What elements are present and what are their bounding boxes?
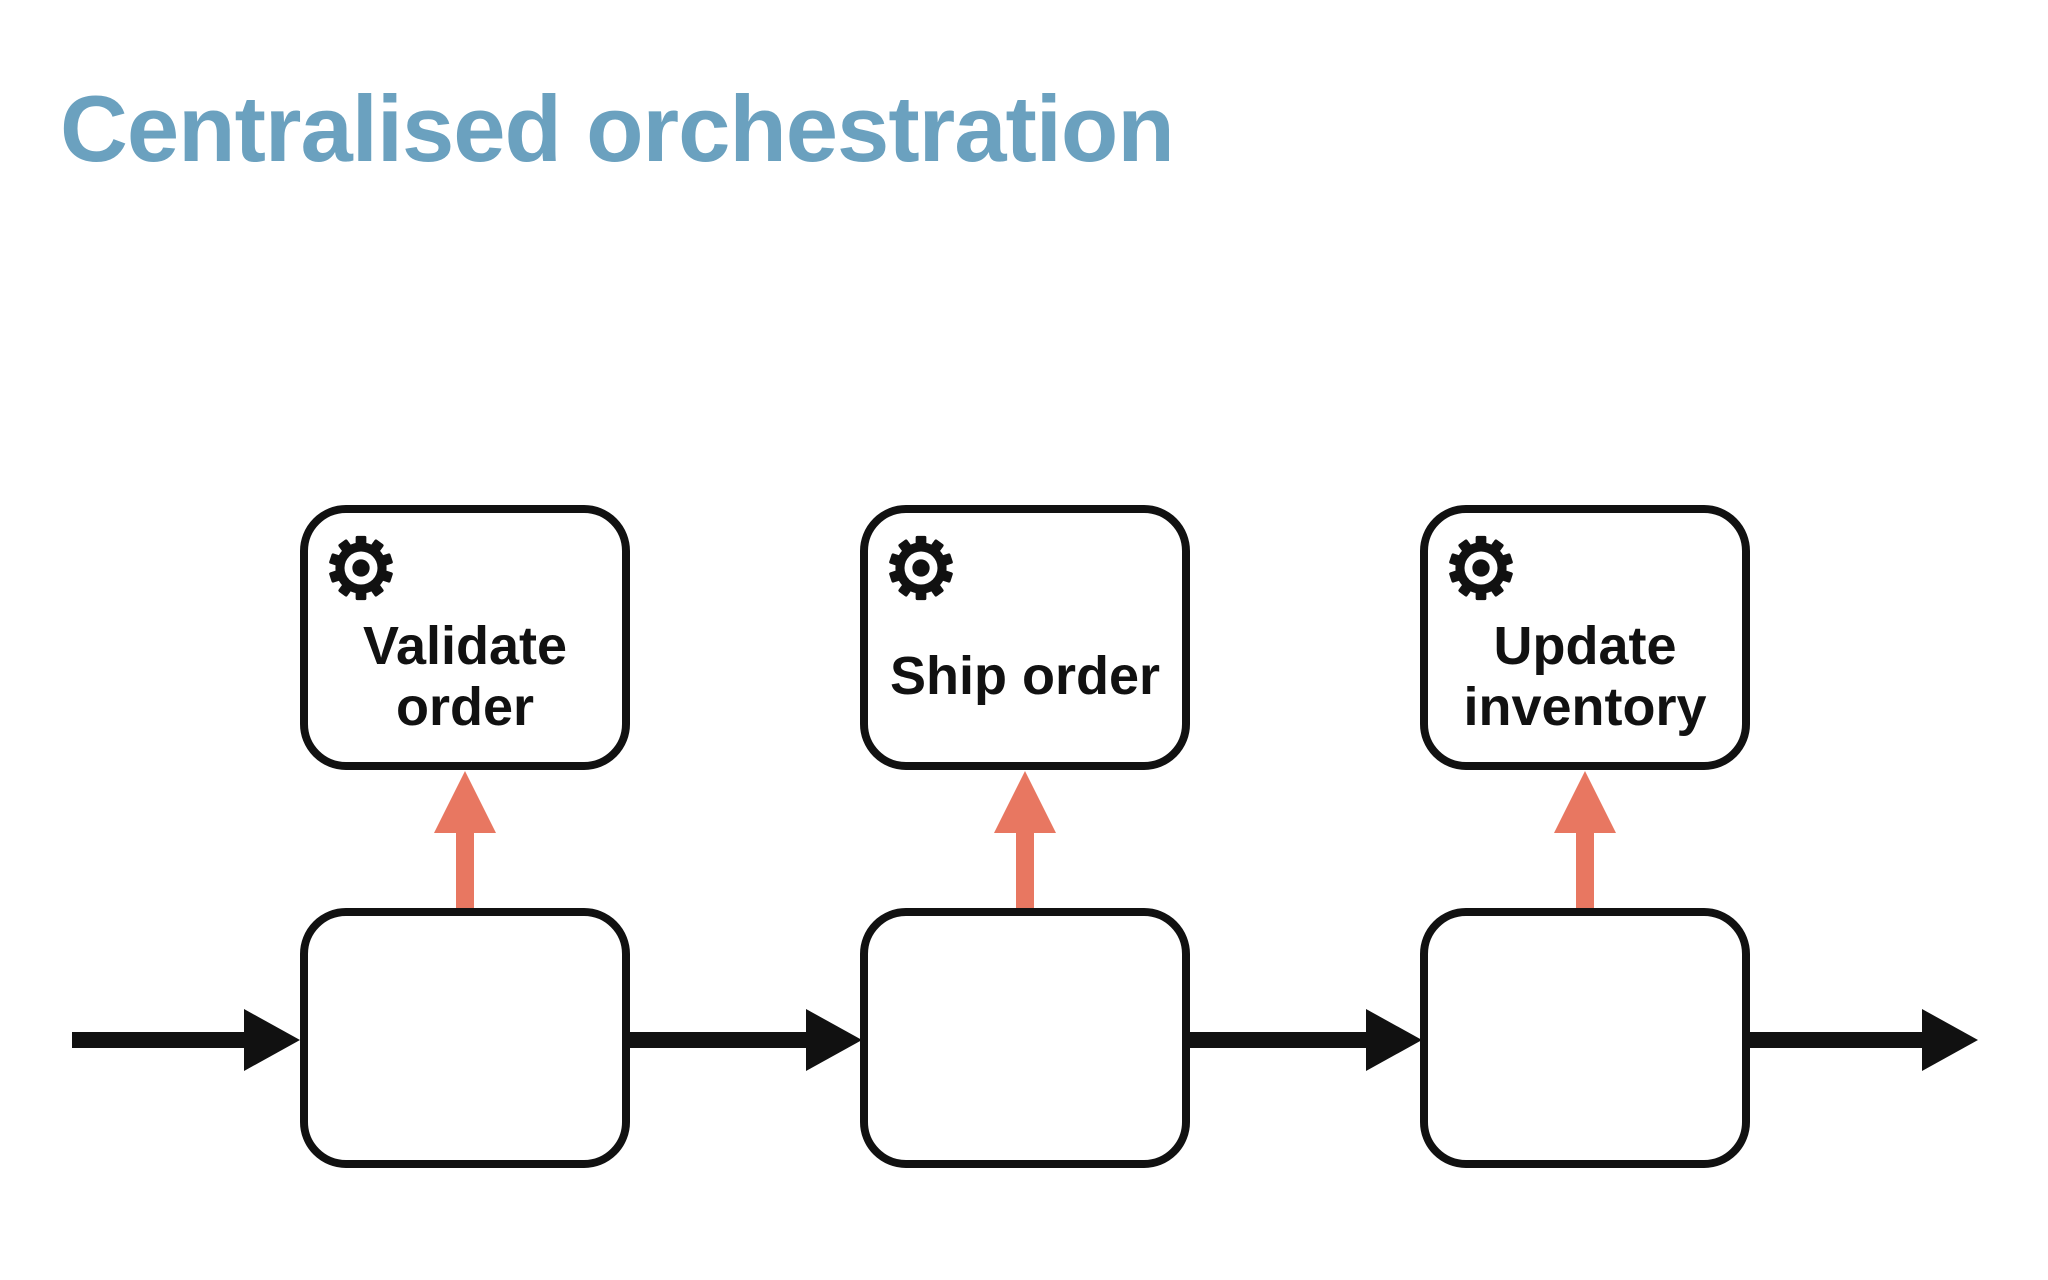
- arrow-up-shaft: [1576, 831, 1594, 911]
- arrow-shaft: [629, 1032, 806, 1048]
- gear-icon: [1449, 535, 1513, 601]
- arrow-right-head: [806, 1009, 862, 1071]
- gear-icon: [329, 535, 393, 601]
- service-label: Update inventory: [1463, 616, 1707, 737]
- service-label: Ship order: [889, 646, 1161, 707]
- arrow-right-head: [1366, 1009, 1422, 1071]
- gear-icon: [889, 535, 953, 601]
- process-step-box-3: [1420, 908, 1750, 1168]
- service-box-update-inventory: Update inventory: [1420, 505, 1750, 770]
- flow-arrow-out: [1749, 1009, 1978, 1071]
- flow-arrow-in: [72, 1009, 300, 1071]
- arrow-shaft: [72, 1032, 244, 1048]
- arrow-up-head: [434, 771, 496, 833]
- arrow-up-head: [994, 771, 1056, 833]
- service-label: Validate order: [362, 616, 568, 737]
- arrow-right-head: [244, 1009, 300, 1071]
- flow-arrow-step2-step3: [1189, 1009, 1422, 1071]
- orchestrator-call-arrow-3: [1554, 771, 1616, 911]
- arrow-right-head: [1922, 1009, 1978, 1071]
- arrow-up-shaft: [456, 831, 474, 911]
- orchestrator-call-arrow-2: [994, 771, 1056, 911]
- service-box-validate-order: Validate order: [300, 505, 630, 770]
- arrow-shaft: [1189, 1032, 1366, 1048]
- service-box-ship-order: Ship order: [860, 505, 1190, 770]
- arrow-shaft: [1749, 1032, 1922, 1048]
- process-step-box-2: [860, 908, 1190, 1168]
- arrow-up-shaft: [1016, 831, 1034, 911]
- arrow-up-head: [1554, 771, 1616, 833]
- orchestrator-call-arrow-1: [434, 771, 496, 911]
- flow-arrow-step1-step2: [629, 1009, 862, 1071]
- page-title: Centralised orchestration: [60, 76, 1175, 181]
- process-step-box-1: [300, 908, 630, 1168]
